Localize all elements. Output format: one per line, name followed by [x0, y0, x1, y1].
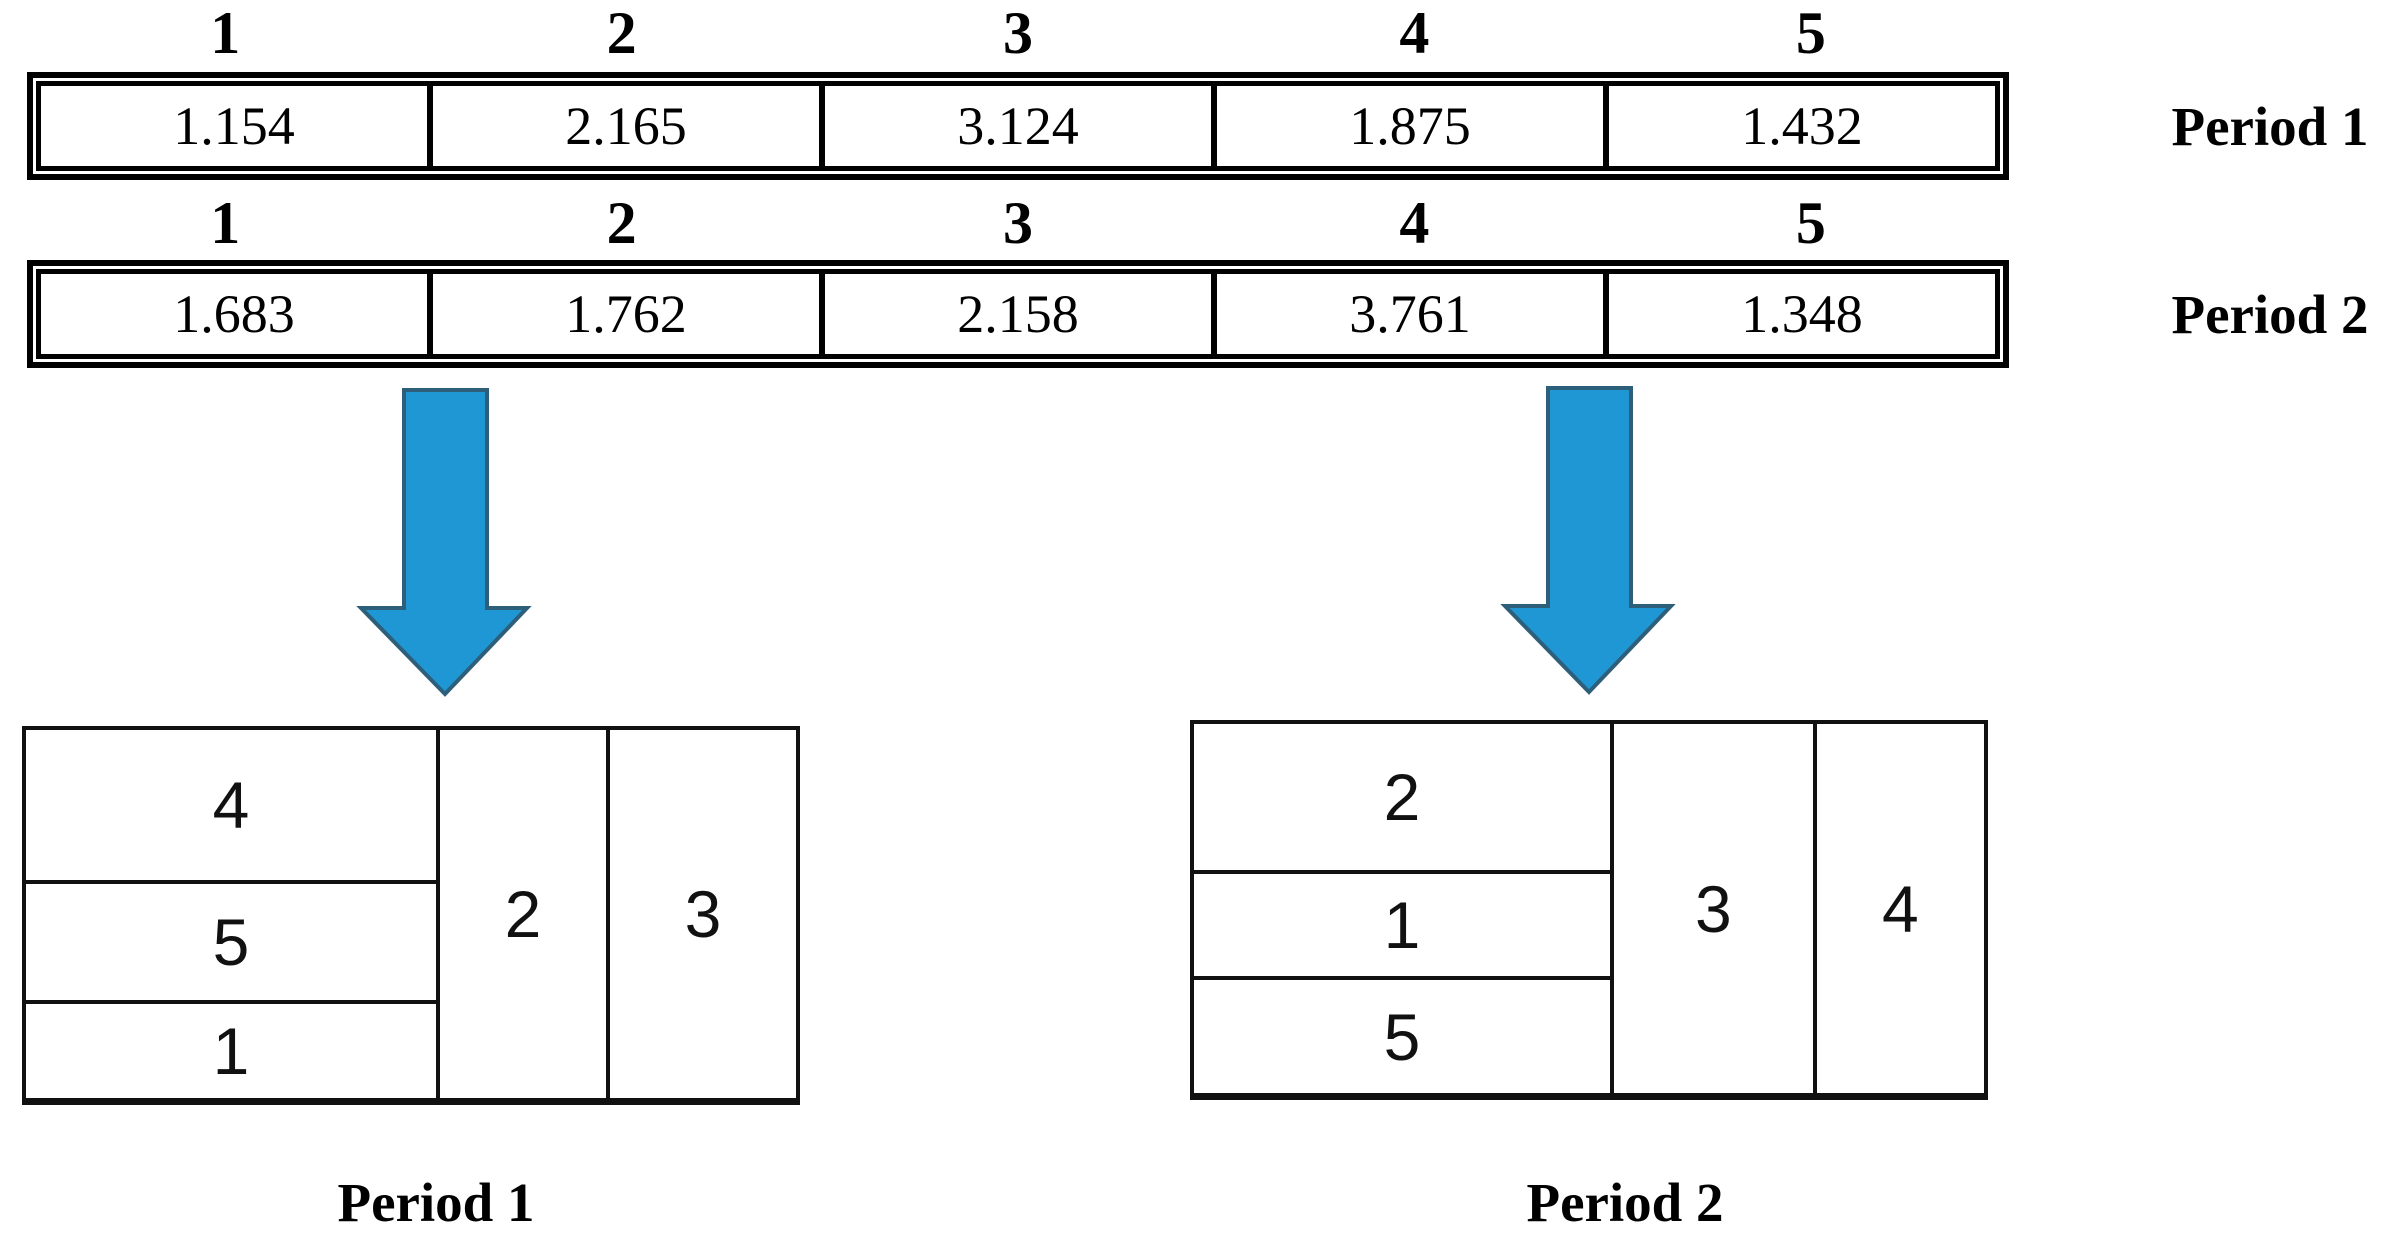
treemap-cell: 4 — [1812, 724, 1984, 1093]
treemap-cell: 3 — [606, 730, 796, 1098]
value-cell: 2.165 — [427, 86, 819, 166]
treemap-caption-period-2: Period 2 — [1526, 1171, 1724, 1233]
treemap-period-2: 2 1 5 3 4 — [1190, 720, 1988, 1100]
value-cell: 1.432 — [1603, 86, 1995, 166]
value-bar-inner: 1.154 2.165 3.124 1.875 1.432 — [36, 81, 2000, 171]
period-2-down-arrow-icon — [1500, 386, 1676, 695]
slot-header: 1 — [210, 0, 241, 66]
value-cell: 1.154 — [173, 96, 295, 156]
treemap-cell: 5 — [1194, 976, 1611, 1093]
slot-header: 2 — [606, 0, 637, 66]
treemap-cell: 5 — [26, 880, 436, 1000]
treemap-cell: 2 — [435, 730, 606, 1098]
value-cell: 2.158 — [819, 274, 1211, 354]
slot-header: 5 — [1795, 190, 1826, 256]
treemap-cell: 1 — [26, 1000, 436, 1098]
value-cell: 1.762 — [427, 274, 819, 354]
slot-header-row-period-1: 1 2 3 4 5 — [27, 2, 2009, 64]
value-bar-period-1: 1.154 2.165 3.124 1.875 1.432 — [27, 72, 2009, 180]
period-1-bar-label: Period 1 — [2171, 95, 2369, 157]
treemap-cell: 1 — [1194, 870, 1611, 976]
value-cell: 3.124 — [819, 86, 1211, 166]
treemap-cell: 4 — [212, 768, 250, 843]
value-bar-inner: 1.683 1.762 2.158 3.761 1.348 — [36, 269, 2000, 359]
slot-header: 5 — [1795, 0, 1826, 66]
value-bar-period-2: 1.683 1.762 2.158 3.761 1.348 — [27, 260, 2009, 368]
value-cell: 1.683 — [173, 284, 295, 344]
slot-header-row-period-2: 1 2 3 4 5 — [27, 192, 2009, 254]
treemap-cell: 2 — [1383, 760, 1421, 835]
period-2-bar-label: Period 2 — [2171, 283, 2369, 345]
slot-header: 4 — [1399, 0, 1430, 66]
slot-header: 2 — [606, 190, 637, 256]
down-arrow-shape — [1500, 386, 1676, 695]
treemap-stacked-column: 2 1 5 — [1194, 724, 1611, 1093]
treemap-cell: 3 — [1610, 724, 1813, 1093]
value-cell: 3.761 — [1211, 274, 1603, 354]
period-1-down-arrow-icon — [356, 388, 532, 697]
value-cell: 1.875 — [1211, 86, 1603, 166]
treemap-stacked-column: 4 5 1 — [26, 730, 436, 1098]
slot-header: 3 — [1003, 190, 1034, 256]
slot-header: 1 — [210, 190, 241, 256]
down-arrow-shape — [356, 388, 532, 697]
treemap-period-1: 4 5 1 2 3 — [22, 726, 800, 1105]
treemap-caption-period-1: Period 1 — [337, 1171, 535, 1233]
slot-header: 4 — [1399, 190, 1430, 256]
value-cell: 1.348 — [1603, 274, 1995, 354]
slot-header: 3 — [1003, 0, 1034, 66]
